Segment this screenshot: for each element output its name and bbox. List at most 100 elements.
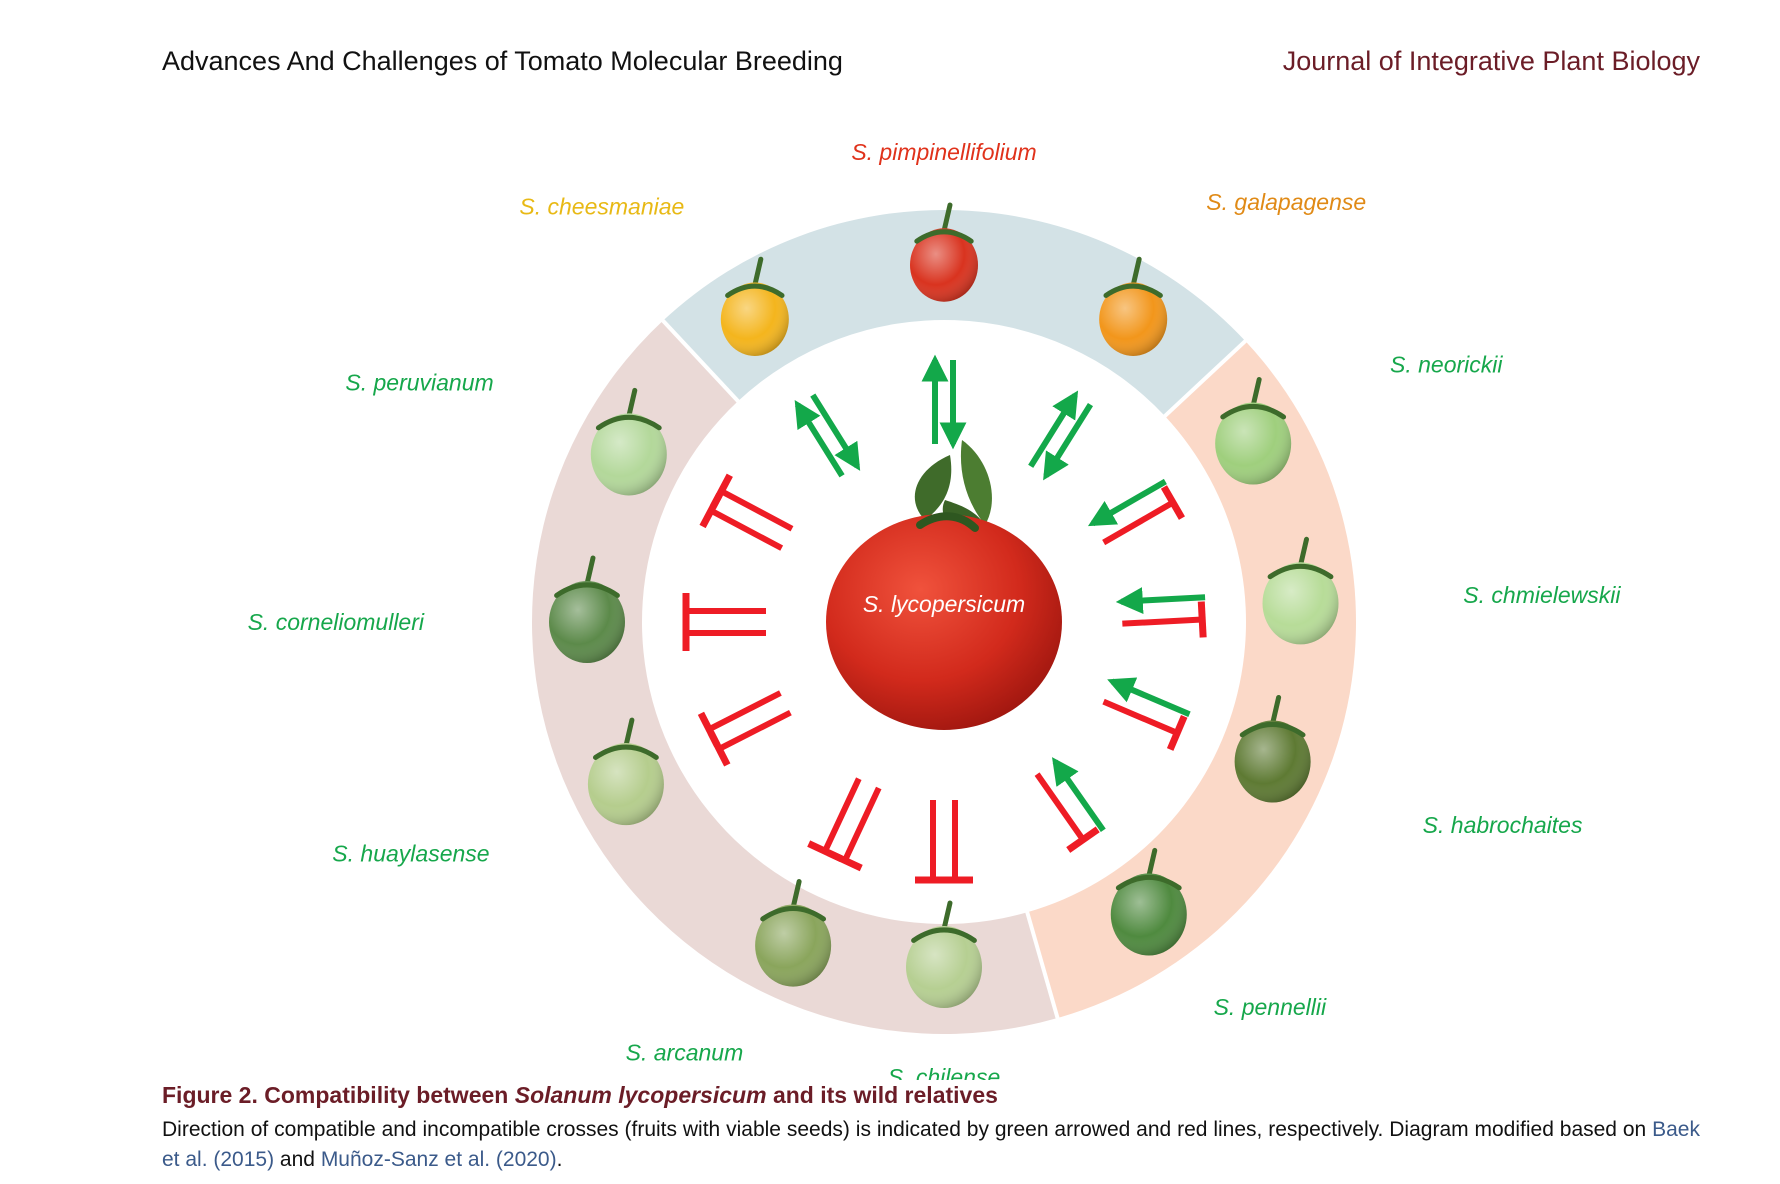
block-bar bbox=[1066, 826, 1100, 853]
caption-body-text: Direction of compatible and incompatible… bbox=[162, 1118, 1647, 1141]
block-line bbox=[842, 786, 882, 862]
segment-green-fruited-left bbox=[532, 320, 1058, 1035]
block-line bbox=[707, 690, 782, 733]
connector-9-block-b bbox=[697, 690, 782, 747]
wild-fruits bbox=[549, 202, 1339, 1009]
connector-6-block bbox=[1034, 772, 1100, 853]
fruit-calyx bbox=[593, 744, 659, 760]
fruit-stem bbox=[626, 387, 638, 419]
species-label-12: S. cheesmaniae bbox=[519, 193, 684, 219]
block-bar bbox=[807, 840, 843, 862]
species-label-4: S. chmielewskii bbox=[1463, 582, 1621, 608]
caption-title-pre: Compatibility between bbox=[264, 1082, 509, 1108]
fruit-shading bbox=[587, 743, 664, 826]
ring-segments bbox=[532, 210, 1356, 1035]
segment-red-yellow-fruited bbox=[663, 210, 1246, 417]
reference-link-baek[interactable]: Baek et al. (2015) bbox=[162, 1118, 1700, 1171]
block-bar bbox=[1166, 714, 1188, 751]
species-label-1: S. pimpinellifolium bbox=[851, 139, 1036, 165]
fruit-stem bbox=[1270, 694, 1282, 726]
connector-2-out bbox=[1028, 390, 1079, 468]
fruit-stem bbox=[941, 900, 953, 932]
fruit-12 bbox=[720, 256, 789, 356]
block-line bbox=[709, 507, 784, 551]
fruit-shading bbox=[910, 228, 978, 302]
species-label-3: S. neorickii bbox=[1390, 352, 1503, 378]
fruit-calyx bbox=[760, 906, 827, 922]
species-label-7: S. chilense bbox=[888, 1064, 1001, 1080]
fruit-stem bbox=[941, 202, 953, 234]
segment-divider-0 bbox=[660, 317, 741, 404]
block-line bbox=[719, 488, 794, 532]
block-line bbox=[1122, 616, 1203, 627]
block-line bbox=[822, 777, 862, 853]
connector-2-in bbox=[1043, 402, 1094, 481]
caption-and: and bbox=[279, 1148, 315, 1171]
fruit-shading bbox=[1099, 282, 1168, 356]
fruit-shading bbox=[590, 413, 667, 496]
fruit-shading bbox=[1234, 720, 1311, 803]
species-label-5: S. habrochaites bbox=[1423, 812, 1583, 838]
species-label-10: S. corneliomulleri bbox=[248, 609, 425, 635]
caption-title: Figure 2. Compatibility between Solanum … bbox=[162, 1082, 1700, 1109]
species-label-2: S. galapagense bbox=[1206, 189, 1366, 215]
cross-connectors bbox=[682, 354, 1207, 884]
fruit-stem bbox=[1250, 377, 1262, 408]
connector-12-in bbox=[810, 393, 861, 471]
connector-4-block bbox=[1122, 601, 1207, 638]
block-line bbox=[1102, 499, 1175, 546]
caption-body: Direction of compatible and incompatible… bbox=[162, 1115, 1700, 1175]
journal-name: Journal of Integrative Plant Biology bbox=[1282, 46, 1700, 76]
connector-12-out bbox=[794, 400, 845, 478]
fruit-stem bbox=[790, 879, 802, 911]
fruit-shading bbox=[906, 925, 982, 1009]
fruit-calyx bbox=[1267, 563, 1334, 580]
species-label-11: S. peruvianum bbox=[345, 370, 493, 396]
fruit-1 bbox=[910, 202, 978, 302]
compatibility-diagram: S. lycopersicum S. pimpinellifolium S. ga… bbox=[248, 139, 1622, 1080]
reference-link-munoz-sanz[interactable]: Muñoz-Sanz et al. (2020) bbox=[320, 1148, 557, 1171]
species-labels: S. pimpinellifolium S. galapagense S. neor… bbox=[248, 139, 1622, 1080]
block-bar bbox=[709, 473, 733, 509]
fruit-stem bbox=[1130, 256, 1142, 288]
figure-number: Figure 2. bbox=[162, 1082, 258, 1108]
fruit-stem bbox=[584, 555, 596, 587]
caption-title-species: Solanum lycopersicum bbox=[514, 1082, 767, 1108]
fruit-calyx bbox=[1220, 404, 1287, 420]
fruit-calyx bbox=[911, 927, 977, 943]
connector-5-block bbox=[1102, 698, 1188, 751]
fruit-shading bbox=[1215, 402, 1292, 485]
fruit-11 bbox=[590, 387, 667, 496]
fruit-stem bbox=[623, 717, 635, 749]
fruit-6 bbox=[1110, 847, 1187, 956]
fruit-shading bbox=[1110, 873, 1187, 956]
block-bar bbox=[697, 711, 721, 747]
fruit-calyx bbox=[1103, 283, 1163, 298]
center-species-label: S. lycopersicum bbox=[863, 591, 1025, 617]
connector-7-block-a bbox=[937, 800, 973, 884]
connector-4-in bbox=[1115, 587, 1206, 615]
caption-title-post: and its wild relatives bbox=[772, 1082, 998, 1108]
fruit-10 bbox=[549, 555, 625, 664]
connector-8-block-b bbox=[807, 777, 862, 862]
connector-7-block-b bbox=[915, 800, 951, 884]
connector-6-in bbox=[1052, 757, 1106, 833]
block-bar bbox=[1160, 485, 1185, 520]
segment-green-fruited-right bbox=[1027, 341, 1356, 1019]
connector-5-in bbox=[1107, 677, 1191, 718]
fruit-7 bbox=[906, 900, 982, 1009]
figure-caption: Figure 2. Compatibility between Solanum … bbox=[162, 1082, 1700, 1175]
connector-10-block-b bbox=[682, 593, 766, 629]
central-tomato: S. lycopersicum bbox=[826, 440, 1062, 730]
fruit-stem bbox=[752, 256, 764, 288]
connector-3-in bbox=[1087, 478, 1167, 527]
fruit-shading bbox=[1262, 562, 1339, 645]
fruit-stem bbox=[1298, 536, 1310, 568]
fruit-calyx bbox=[595, 414, 662, 431]
fruit-2 bbox=[1099, 256, 1168, 356]
connector-11-block-b bbox=[709, 473, 794, 532]
segment-divider-2 bbox=[1024, 909, 1061, 1021]
species-label-6: S. pennellii bbox=[1214, 994, 1327, 1020]
fruit-3 bbox=[1215, 377, 1292, 485]
fruit-calyx bbox=[1115, 875, 1182, 891]
